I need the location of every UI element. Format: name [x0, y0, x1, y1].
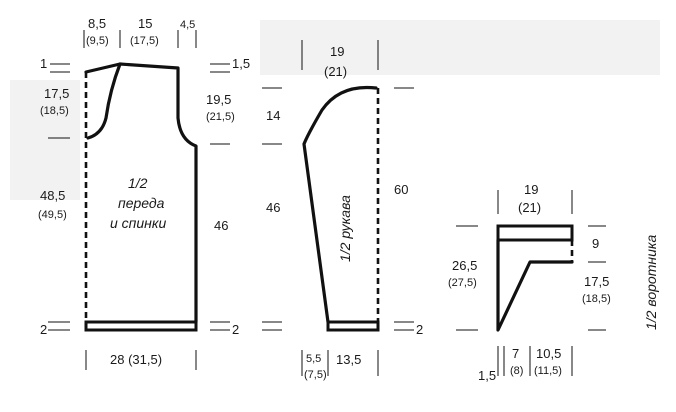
body-title-line1: 1/2 [128, 175, 148, 191]
sleeve-title: 1/2 рукава [337, 195, 353, 262]
dim-collar-right: 17,5 [584, 274, 609, 289]
collar-outline [496, 238, 574, 332]
collar-piece: 19 (21) 9 17,5 (18,5) 26,5 (27,5) 1/2 во… [448, 182, 659, 383]
dim-sleeve-bottom-left: 5,5 [306, 353, 321, 365]
dim-collar-bottom-c: 10,5 [536, 346, 561, 361]
dim-sleeve-hem-right: 2 [416, 322, 423, 337]
dim-collar-left: 26,5 [452, 258, 477, 273]
dim-collar-bottom-b-alt: (8) [510, 365, 523, 377]
dim-top-right: 4,5 [180, 19, 195, 31]
collar-band [496, 224, 574, 242]
dim-side-left: 48,5 [40, 188, 65, 203]
dim-collar-left-alt: (27,5) [448, 277, 477, 289]
dim-collar-top-alt: (21) [518, 200, 541, 215]
dim-collar-bottom-c-alt: (11,5) [534, 365, 562, 377]
dim-body-width: 28 (31,5) [110, 352, 162, 367]
dim-collar-bottom-b: 7 [512, 346, 519, 361]
dim-right-top-edge: 1,5 [232, 56, 250, 71]
dim-left-top-edge: 1 [40, 56, 47, 71]
body-outline [84, 62, 198, 324]
background-bleed-mid [10, 80, 80, 200]
dim-hem-left: 2 [40, 322, 47, 337]
dim-top-left-alt: (9,5) [86, 35, 109, 47]
dim-side-right: 46 [214, 218, 228, 233]
dim-collar-band: 9 [592, 236, 599, 251]
dim-hem-right: 2 [232, 322, 239, 337]
dim-armhole-right: 19,5 [206, 92, 231, 107]
dim-sleeve-top: 19 [330, 44, 344, 59]
collar-title: 1/2 воротника [643, 235, 659, 330]
dim-top-mid: 15 [138, 16, 152, 31]
dim-sleeve-bottom-right: 13,5 [336, 352, 361, 367]
dim-sleeve-top-alt: (21) [324, 64, 347, 79]
body-title-line3: и спинки [110, 215, 166, 231]
body-piece: 8,5 (9,5) 15 (17,5) 4,5 1 17,5 (18,5) 48… [38, 16, 250, 370]
sleeve-outline [302, 85, 378, 324]
dim-armhole-right-alt: (21,5) [206, 111, 235, 123]
dim-armhole-left: 17,5 [44, 86, 69, 101]
dim-top-mid-alt: (17,5) [130, 35, 159, 47]
dim-sleeve-cap: 14 [266, 108, 280, 123]
sleeve-hem-band [326, 320, 380, 332]
dim-sleeve-bottom-left-alt: (7,5) [304, 369, 327, 381]
dim-side-left-alt: (49,5) [38, 209, 67, 221]
background-bleed-top [260, 20, 660, 75]
body-hem-band [84, 320, 198, 332]
dim-collar-right-alt: (18,5) [582, 293, 611, 305]
dim-collar-bottom-a: 1,5 [478, 368, 496, 383]
body-title-line2: переда [118, 195, 165, 211]
dim-sleeve-length: 60 [394, 182, 408, 197]
body-neck-curve [86, 62, 122, 140]
sleeve-piece: 19 (21) 14 46 60 2 1/2 рукава 5,5 (7,5) … [262, 40, 423, 381]
dim-top-left: 8,5 [88, 16, 106, 31]
dim-armhole-left-alt: (18,5) [40, 105, 69, 117]
dim-collar-top: 19 [524, 182, 538, 197]
dim-sleeve-side: 46 [266, 200, 280, 215]
